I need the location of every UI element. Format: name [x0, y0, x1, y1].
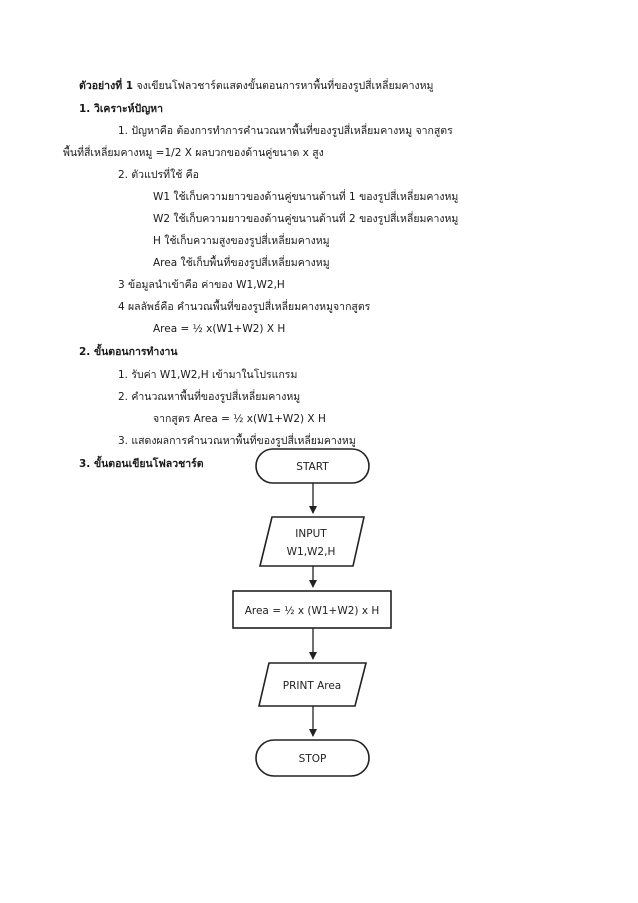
variable-w2: W2 ใช้เก็บความยาวของด้านคู่ขนานด้านที่ 2… — [153, 213, 459, 225]
variable-h: H ใช้เก็บความสูงของรูปสี่เหลี่ยมคางหมู — [153, 235, 330, 247]
section2-title: 2. ขั้นตอนการทำงาน — [79, 346, 178, 358]
problem-line-1: 1. ปัญหาคือ ต้องการทำการคำนวณหาพื้นที่ขอ… — [118, 125, 453, 137]
start-terminator — [255, 448, 370, 484]
input-line: 3 ข้อมูลนำเข้าคือ ค่าของ W1,W2,H — [118, 279, 285, 291]
step-2-formula: จากสูตร Area = ½ x(W1+W2) X H — [153, 413, 326, 425]
output-parallelogram — [257, 662, 368, 707]
process-box — [232, 590, 392, 629]
variables-title: 2. ตัวแปรที่ใช้ คือ — [118, 169, 199, 181]
stop-terminator — [255, 739, 370, 777]
process-label: Area = ½ x (W1+W2) x H — [245, 605, 380, 617]
problem-line-2: พื้นที่สี่เหลี่ยมคางหมู =1/2 X ผลบวกของด… — [63, 147, 324, 159]
output-label: PRINT Area — [283, 680, 342, 692]
section1-title: 1. วิเคราะห์ปัญหา — [79, 103, 163, 115]
start-label: START — [296, 461, 329, 473]
stop-label: STOP — [299, 753, 327, 765]
input-label-1: INPUT — [295, 528, 327, 540]
example-heading-label: ตัวอย่างที่ 1 — [79, 80, 134, 92]
section3-title: 3. ขั้นตอนเขียนโฟลวชาร์ต — [79, 458, 204, 470]
variable-w1: W1 ใช้เก็บความยาวของด้านคู่ขนานด้านที่ 1… — [153, 191, 459, 203]
example-heading-text: จงเขียนโฟลวชาร์ตแสดงขั้นตอนการหาพื้นที่ข… — [136, 80, 434, 92]
input-parallelogram — [258, 516, 365, 567]
output-line: 4 ผลลัพธ์คือ คำนวณพื้นที่ของรูปสี่เหลี่ย… — [118, 301, 371, 313]
step-1: 1. รับค่า W1,W2,H เข้ามาในโปรแกรม — [118, 369, 298, 381]
input-label-2: W1,W2,H — [287, 546, 336, 558]
step-3: 3. แสดงผลการคำนวณหาพื้นที่ของรูปสี่เหลี่… — [118, 435, 356, 447]
variable-area: Area ใช้เก็บพื้นที่ของรูปสี่เหลี่ยมคางหม… — [153, 257, 330, 269]
example-heading: ตัวอย่างที่ 1 จงเขียนโฟลวชาร์ตแสดงขั้นตอ… — [79, 79, 433, 93]
formula-line: Area = ½ x(W1+W2) X H — [153, 323, 286, 335]
step-2: 2. คำนวณหาพื้นที่ของรูปสี่เหลี่ยมคางหมู — [118, 391, 301, 403]
